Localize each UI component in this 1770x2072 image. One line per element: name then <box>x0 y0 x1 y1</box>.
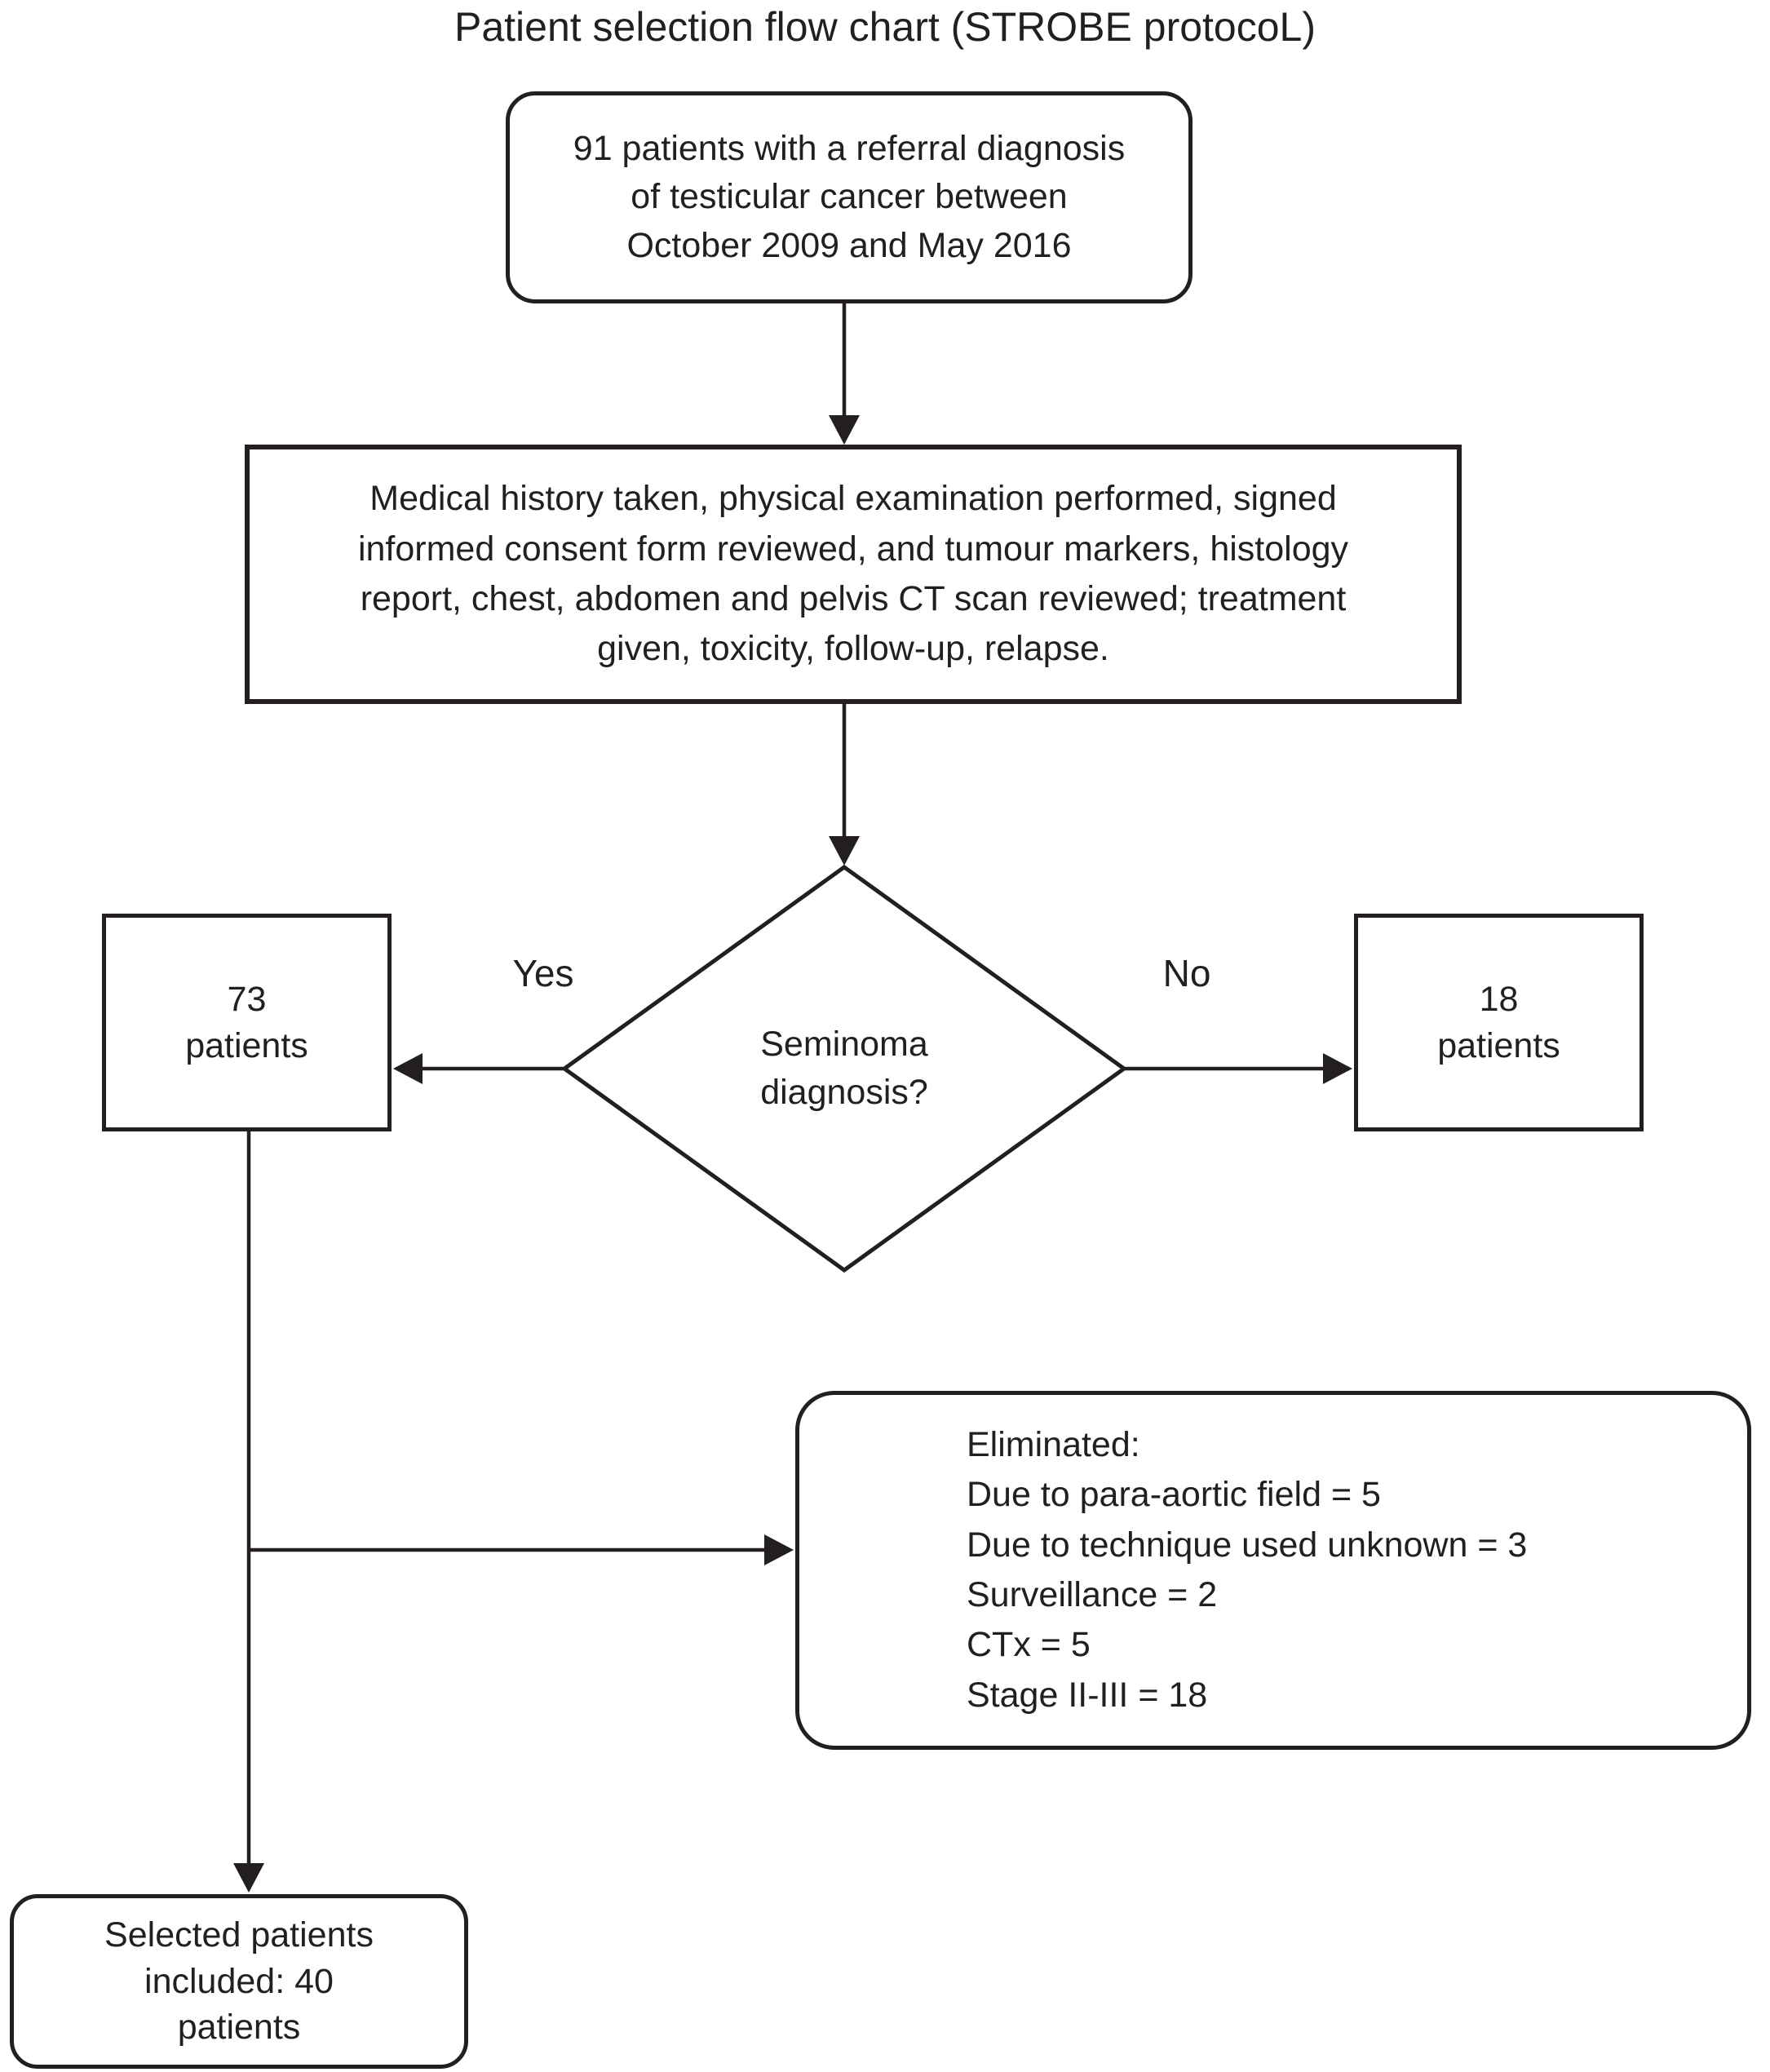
decision-node-label: Seminoma diagnosis? <box>760 1024 928 1112</box>
no-edge-label: No <box>1162 952 1211 994</box>
selected-patients-node: Selected patients included: 40 patients <box>10 1894 468 2069</box>
arrowhead-right-no-icon <box>1323 1053 1352 1084</box>
arrowhead-down-decision-icon <box>829 836 860 866</box>
referral-node: 91 patients with a referral diagnosis of… <box>506 91 1193 303</box>
workup-node: Medical history taken, physical examinat… <box>245 445 1462 704</box>
eliminated-title: Eliminated: <box>967 1424 1140 1464</box>
page-title: Patient selection flow chart (STROBE pro… <box>454 4 1316 50</box>
arrowhead-down-selected-icon <box>233 1863 264 1893</box>
seminoma-yes-node: 73 patients <box>102 914 392 1131</box>
eliminated-content: Eliminated: Due to para-aortic field = 5… <box>967 1420 1527 1721</box>
yes-edge-label: Yes <box>512 952 574 994</box>
arrowhead-down-workup-icon <box>829 415 860 445</box>
seminoma-no-node: 18 patients <box>1354 914 1644 1131</box>
arrowhead-left-yes-icon <box>393 1053 423 1084</box>
decision-diamond-shape <box>560 864 1128 1273</box>
eliminated-node: Eliminated: Due to para-aortic field = 5… <box>795 1391 1751 1750</box>
arrowhead-right-eliminated-icon <box>764 1534 794 1565</box>
